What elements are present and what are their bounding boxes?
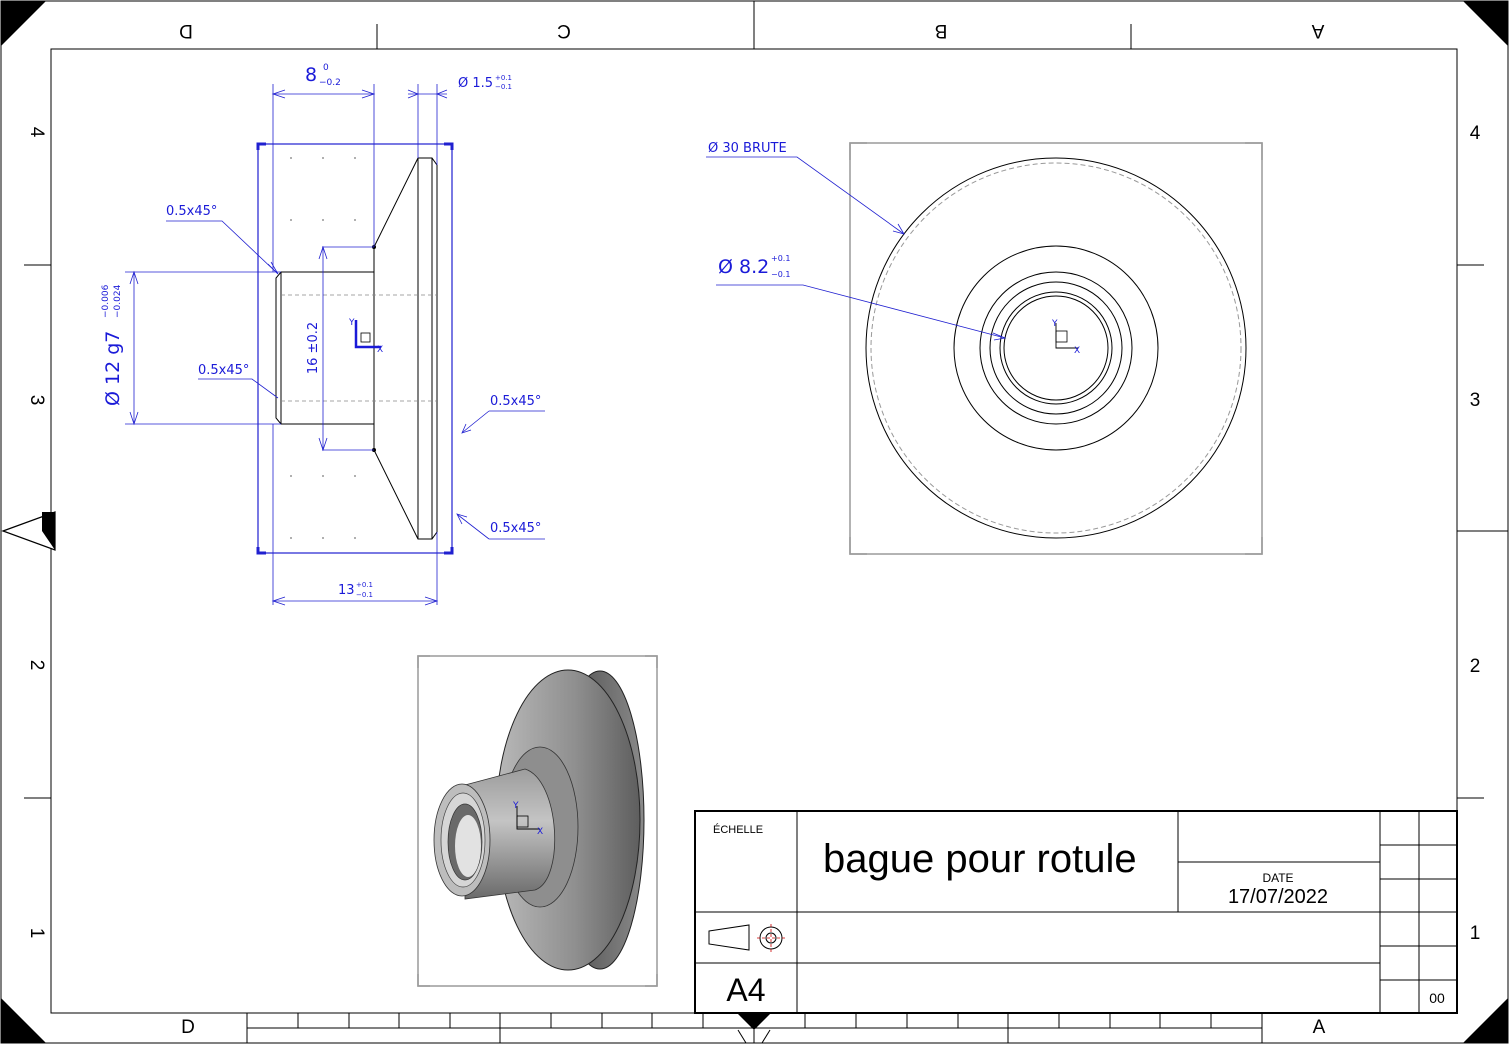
label-inner-diameter-lower: −0.1 — [771, 270, 790, 279]
chamfer-label-1: 0.5x45° — [166, 204, 217, 219]
front-view-axes-icon: Y X — [348, 318, 383, 355]
label-inner-diameter-value: Ø 8.2 — [718, 256, 769, 278]
dim-bottom-value: 13 — [338, 583, 355, 598]
side-view[interactable]: Y X Ø 30 BRUTE Ø 8.2 +0.1 −0.1 — [706, 141, 1263, 555]
dim-bottom-lower: −0.1 — [356, 591, 373, 599]
zone-label-right-4: 4 — [1470, 123, 1481, 144]
date-value: 17/07/2022 — [1228, 886, 1328, 908]
chamfer-label-2: 0.5x45° — [198, 363, 249, 378]
zone-label-bottom-a: A — [1313, 1017, 1326, 1038]
side-axis-label-x: X — [1074, 346, 1080, 356]
zone-label-left-1: 1 — [26, 928, 47, 939]
title-block — [694, 810, 1458, 1014]
zone-label-top-b: B — [935, 20, 948, 41]
corner-mark-bottom-right — [1463, 998, 1508, 1043]
front-view-part-outline — [275, 157, 438, 540]
label-inner-diameter-upper: +0.1 — [771, 254, 790, 263]
dim-dia-value: Ø 12 g7 — [102, 331, 124, 406]
dim-dia-lower: −0.024 — [113, 284, 123, 318]
zone-label-top-a: A — [1311, 20, 1324, 41]
dim-flange-prefix: Ø 1.5 — [458, 76, 493, 91]
iso-axis-label-y: Y — [512, 801, 519, 811]
iso-axis-label-x: X — [537, 827, 543, 837]
dim-flange-lower: −0.1 — [495, 83, 512, 91]
side-view-circles — [865, 157, 1247, 539]
side-view-axes-icon: Y X — [1051, 319, 1080, 356]
dim-bore-value: 16 ±0.2 — [306, 322, 321, 374]
zone-label-right-1: 1 — [1470, 923, 1481, 944]
zone-label-top-d: D — [179, 20, 193, 41]
zone-label-bottom-d: D — [181, 1017, 195, 1038]
axis-label-x: X — [377, 345, 383, 355]
zone-label-left-4: 4 — [26, 127, 47, 138]
zone-label-right-3: 3 — [1470, 390, 1481, 411]
dim-top-value: 8 — [305, 64, 317, 86]
corner-mark-top-left — [1, 1, 46, 46]
zone-label-top-c: C — [557, 20, 571, 41]
front-view-grid-dots — [290, 157, 356, 539]
dim-top-upper: 0 — [323, 63, 329, 73]
axis-label-y: Y — [348, 318, 355, 328]
side-view-frame — [849, 142, 1263, 555]
date-label: DATE — [1262, 871, 1293, 885]
projection-symbol-icon — [708, 924, 785, 952]
side-axis-label-y: Y — [1051, 319, 1058, 329]
drawing-title: bague pour rotule — [823, 837, 1137, 881]
dim-flange-upper: +0.1 — [495, 74, 512, 82]
label-outer-diameter: Ø 30 BRUTE — [708, 141, 787, 156]
scale-ruler — [246, 1013, 1263, 1043]
dim-top-lower: −0.2 — [319, 78, 341, 88]
dim-dia-upper: −0.006 — [101, 284, 111, 318]
chamfer-label-4: 0.5x45° — [490, 521, 541, 536]
revision-index: 00 — [1429, 990, 1445, 1006]
isometric-axes-icon: Y X — [512, 801, 543, 837]
zone-label-left-3: 3 — [26, 395, 47, 406]
chamfer-label-3: 0.5x45° — [490, 394, 541, 409]
dim-bottom-upper: +0.1 — [356, 581, 373, 589]
front-view-selection-frame — [257, 143, 453, 554]
isometric-view[interactable]: Y X — [417, 655, 658, 987]
sheet-format: A4 — [726, 972, 765, 1008]
centering-arrow-bottom — [734, 1010, 774, 1030]
zone-label-left-2: 2 — [26, 660, 47, 671]
corner-mark-bottom-left — [1, 998, 46, 1043]
corner-mark-top-right — [1463, 1, 1508, 46]
isometric-view-frame — [417, 655, 658, 987]
scale-label: ÉCHELLE — [713, 823, 763, 836]
zone-label-right-2: 2 — [1470, 656, 1481, 677]
front-view[interactable]: Y X 8 0 −0.2 Ø 1.5 +0.1 −0.1 — [101, 63, 545, 606]
